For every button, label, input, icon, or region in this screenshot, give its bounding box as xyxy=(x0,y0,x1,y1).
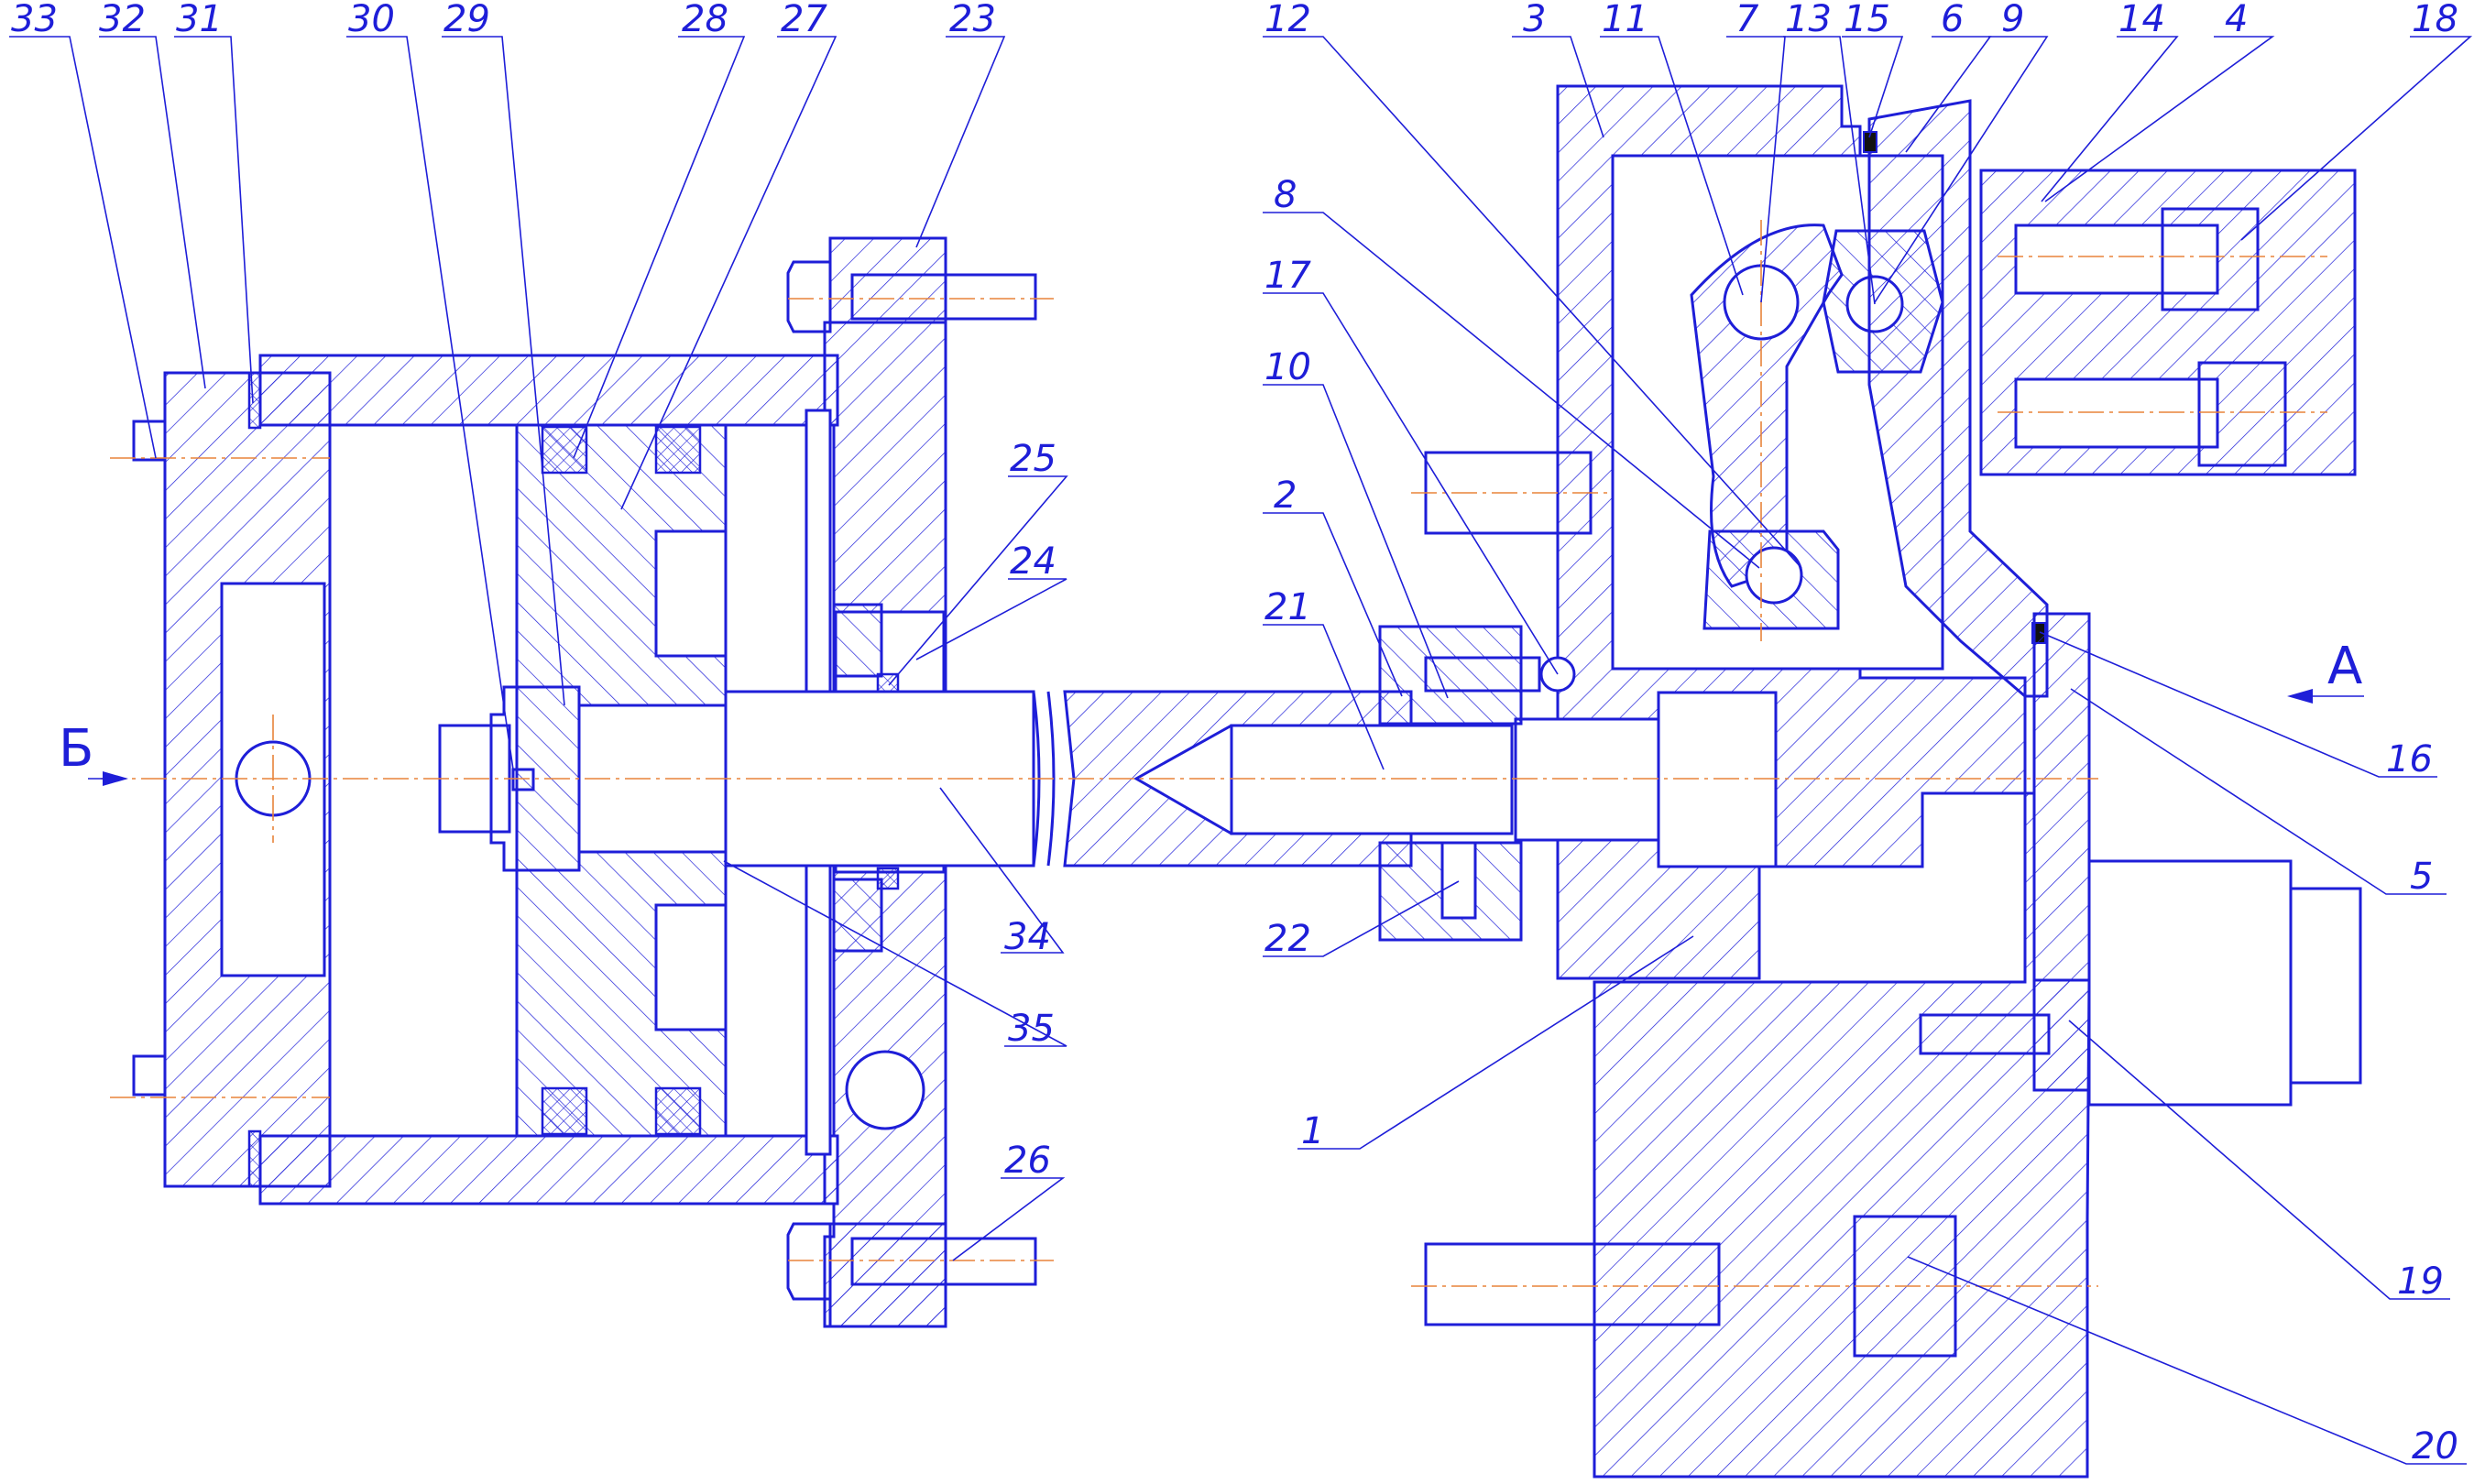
callout-17: 17 xyxy=(1264,255,1311,297)
view-label-left: Б xyxy=(59,719,93,779)
castle-nut-30 xyxy=(489,685,581,872)
callout-5: 5 xyxy=(2410,856,2433,898)
callout-6: 6 xyxy=(1941,0,1964,40)
cylinder-tube-top xyxy=(258,354,839,427)
callout-15: 15 xyxy=(1844,0,1890,40)
callout-13: 13 xyxy=(1785,0,1832,40)
cylinder-tube-bottom xyxy=(258,1134,839,1206)
chuck-assembly xyxy=(1063,84,2362,1479)
callout-28: 28 xyxy=(682,0,728,40)
callout-7: 7 xyxy=(1735,0,1759,40)
callout-27: 27 xyxy=(781,0,827,40)
callout-22: 22 xyxy=(1264,918,1311,960)
callout-26: 26 xyxy=(1004,1140,1051,1182)
callout-16: 16 xyxy=(2386,738,2433,780)
callout-14: 14 xyxy=(2118,0,2165,40)
callout-1: 1 xyxy=(1301,1110,1324,1152)
view-marker-left: Б xyxy=(59,719,128,786)
cylinder-assembly xyxy=(132,236,1056,1328)
callout-30: 30 xyxy=(348,0,395,40)
callout-23: 23 xyxy=(949,0,996,40)
callout-numbers: 33 32 31 30 29 28 27 23 25 24 34 35 26 1… xyxy=(11,0,2458,1468)
callout-20: 20 xyxy=(2412,1425,2458,1468)
callout-3: 3 xyxy=(1523,0,1546,40)
callout-35: 35 xyxy=(1008,1008,1055,1050)
callout-19: 19 xyxy=(2397,1260,2444,1303)
callout-31: 31 xyxy=(176,0,223,40)
callout-33: 33 xyxy=(11,0,58,40)
callout-18: 18 xyxy=(2412,0,2458,40)
callout-10: 10 xyxy=(1264,346,1311,388)
callout-leaders xyxy=(9,36,2473,1465)
callout-34: 34 xyxy=(1004,916,1051,958)
callout-12: 12 xyxy=(1264,0,1311,40)
callout-11: 11 xyxy=(1602,0,1648,40)
callout-4: 4 xyxy=(2225,0,2248,40)
callout-32: 32 xyxy=(99,0,146,40)
callout-21: 21 xyxy=(1264,586,1311,628)
callout-29: 29 xyxy=(443,0,490,40)
view-label-right: А xyxy=(2327,637,2362,696)
callout-25: 25 xyxy=(1010,438,1056,480)
callout-24: 24 xyxy=(1010,540,1056,583)
callout-9: 9 xyxy=(2001,0,2024,40)
view-marker-right: А xyxy=(2287,637,2364,704)
flange-23-top xyxy=(828,236,947,324)
center-lines xyxy=(101,220,2327,1287)
callout-2: 2 xyxy=(1274,475,1297,517)
callout-8: 8 xyxy=(1274,174,1297,216)
